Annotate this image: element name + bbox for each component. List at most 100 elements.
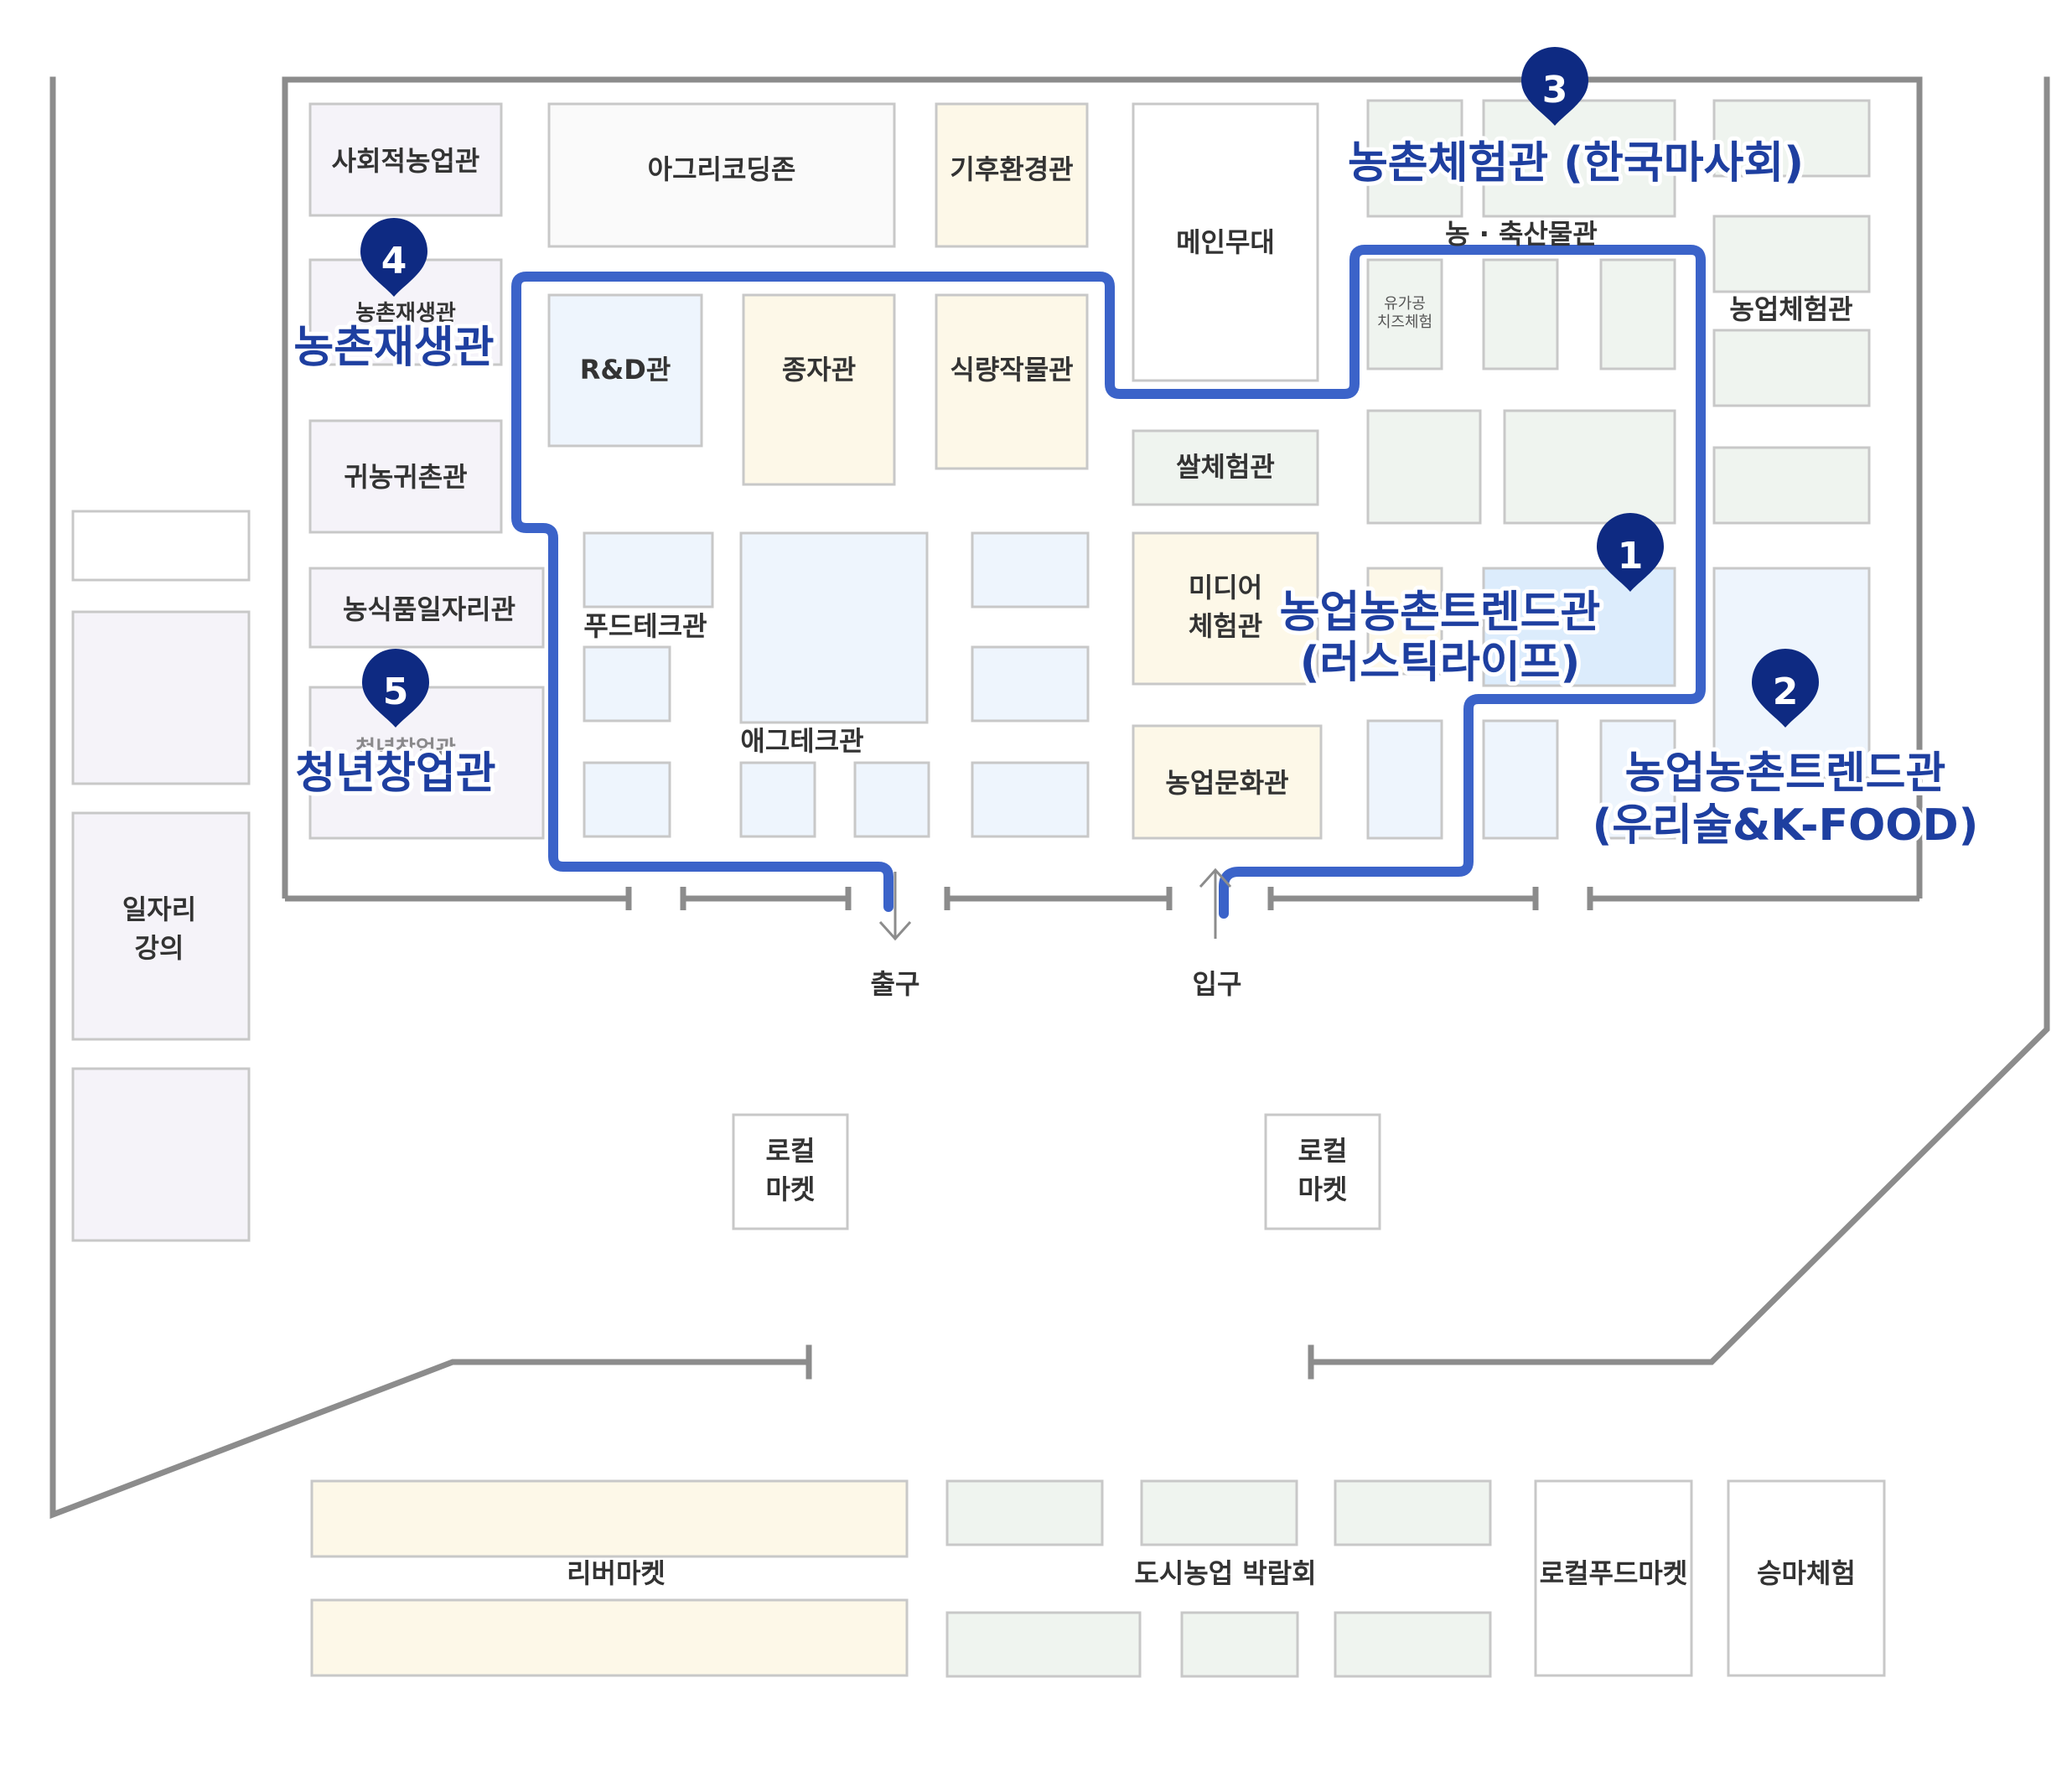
booth-blue-2[interactable] — [971, 645, 1090, 722]
booth-left-b[interactable] — [71, 1067, 251, 1242]
label-climate: 기후환경관 — [950, 153, 1073, 185]
label-urban-farming-expo: 도시농업 박람회 — [1134, 1557, 1316, 1589]
label-local-food-market: 로컬푸드마켓 — [1540, 1557, 1688, 1589]
label-media-1: 미디어 — [1189, 572, 1262, 603]
booth-local-market-b[interactable] — [1264, 1113, 1381, 1230]
booth-food-jobs[interactable] — [308, 567, 545, 649]
label-return-farm: 귀농귀촌관 — [344, 461, 467, 493]
booth-urban-4[interactable] — [945, 1611, 1142, 1678]
map-pin-icon — [1752, 649, 1819, 728]
booth-left-small[interactable] — [71, 510, 251, 582]
label-processing-2: 치즈체험 — [1377, 313, 1432, 331]
outer-walls — [49, 76, 2050, 1520]
booth-green-mid-1[interactable] — [1366, 409, 1482, 525]
label-agri-coding: 아그리코딩존 — [648, 153, 796, 185]
entrance-arrow — [1199, 868, 1232, 939]
booth-local-food-market[interactable] — [1534, 1479, 1693, 1677]
booth-processing[interactable] — [1366, 258, 1443, 370]
pin-marker-2[interactable]: 2 — [1752, 649, 1819, 728]
booth-blue-1[interactable] — [971, 531, 1090, 609]
tour-route — [511, 245, 1706, 919]
booth-media-experience[interactable] — [1132, 531, 1319, 686]
booth-agtech-main[interactable] — [739, 531, 929, 724]
pin-marker-4[interactable]: 4 — [360, 218, 427, 297]
booth-left-a[interactable] — [71, 610, 251, 785]
pin-marker-3[interactable]: 3 — [1521, 47, 1588, 126]
booth-horse-riding[interactable] — [1727, 1479, 1886, 1677]
booth-urban-1[interactable] — [945, 1479, 1104, 1546]
map-pin-icon — [1521, 47, 1588, 126]
booth-return-farm[interactable] — [308, 419, 503, 534]
booth-urban-2[interactable] — [1140, 1479, 1298, 1546]
pin-number-2: 2 — [1773, 671, 1799, 713]
map-pin-icon — [360, 218, 427, 297]
pin-marker-5[interactable]: 5 — [362, 649, 429, 728]
callout-labels: 농업농촌트렌드관 (러스틱라이프) 농업농촌트렌드관 (우리술&K-FOOD) … — [289, 134, 1982, 855]
booth-livestock-c[interactable] — [1599, 258, 1676, 370]
booth-river-market-b[interactable] — [310, 1598, 909, 1677]
booth-green-mid-2[interactable] — [1503, 409, 1676, 525]
callout-1-line1: 농업농촌트렌드관 — [1280, 588, 1601, 638]
main-hall-wall — [282, 76, 1923, 899]
callout-2-line2: (우리술&K-FOOD) — [1593, 800, 1979, 851]
booth-livestock-b[interactable] — [1482, 258, 1559, 370]
booth-youth[interactable] — [308, 686, 545, 840]
label-food-crop: 식량작물관 — [950, 354, 1073, 386]
left-outer-wall — [49, 76, 812, 1520]
label-horse-riding: 승마체험 — [1757, 1557, 1856, 1589]
booth-right-2[interactable] — [1712, 215, 1871, 293]
label-rnd: R&D관 — [580, 354, 671, 386]
booth-urban-3[interactable] — [1334, 1479, 1492, 1546]
label-farm-experience: 농업체험관 — [1729, 293, 1852, 325]
booth-agri-culture[interactable] — [1132, 724, 1323, 840]
booth-seed[interactable] — [742, 293, 896, 486]
booth-right-4[interactable] — [1712, 446, 1871, 525]
booth-blue-bottom-2[interactable] — [1482, 719, 1559, 840]
pin-number-4: 4 — [381, 240, 407, 282]
booth-right-1[interactable] — [1712, 99, 1871, 178]
label-foodtech: 푸드테크관 — [583, 610, 707, 642]
booth-main-stage[interactable] — [1132, 102, 1319, 382]
booth-blue-3[interactable] — [971, 761, 1090, 838]
booth-rnd[interactable] — [547, 293, 703, 448]
label-local-market-b-1: 로컬 — [1298, 1135, 1348, 1167]
callout-1-line2: (러스틱라이프) — [1300, 638, 1581, 688]
booth-agtech-b[interactable] — [739, 761, 816, 838]
booth-green-top-1[interactable] — [1366, 99, 1463, 218]
map-pin-icon — [362, 649, 429, 728]
label-media-2: 체험관 — [1189, 610, 1262, 642]
label-social-farming: 사회적농업관 — [332, 145, 480, 177]
main-hall-walls — [282, 76, 1923, 910]
label-local-market-b-2: 마켓 — [1298, 1173, 1348, 1205]
booth-urban-6[interactable] — [1334, 1611, 1492, 1678]
booth-local-market-a[interactable] — [732, 1113, 849, 1230]
pin-marker-1[interactable]: 1 — [1597, 513, 1664, 592]
label-rural-regen-small: 농촌재생관 — [355, 301, 456, 326]
booth-river-market-a[interactable] — [310, 1479, 909, 1558]
booth-small-cream[interactable] — [1366, 567, 1443, 676]
booth-green-top-2[interactable] — [1482, 99, 1676, 218]
label-local-market-a-2: 마켓 — [766, 1173, 816, 1205]
booth-social-farming[interactable] — [308, 102, 503, 217]
label-seed: 종자관 — [782, 354, 856, 386]
booth-foodtech-a[interactable] — [583, 531, 714, 609]
booth-agri-coding[interactable] — [547, 102, 896, 248]
booth-agtech-c[interactable] — [853, 761, 930, 838]
booth-blue-bottom-1[interactable] — [1366, 719, 1443, 840]
booth-food-crop[interactable] — [935, 293, 1089, 470]
booth-farm-experience[interactable] — [1712, 329, 1871, 407]
booth-foodtech-c[interactable] — [583, 761, 671, 838]
booth-trend-rustic[interactable] — [1482, 567, 1676, 687]
booth-rice-experience[interactable] — [1132, 429, 1319, 506]
booth-blue-bottom-3[interactable] — [1599, 719, 1676, 840]
booth-job-lecture[interactable] — [71, 811, 251, 1041]
booth-foodtech-b[interactable] — [583, 645, 671, 722]
label-livestock: 농 · 축산물관 — [1445, 218, 1598, 250]
booth-urban-5[interactable] — [1180, 1611, 1299, 1678]
label-job-lecture-1: 일자리 — [122, 893, 196, 925]
booth-climate[interactable] — [935, 102, 1089, 248]
left-column-booths — [71, 510, 251, 1242]
label-food-jobs: 농식품일자리관 — [343, 593, 515, 625]
